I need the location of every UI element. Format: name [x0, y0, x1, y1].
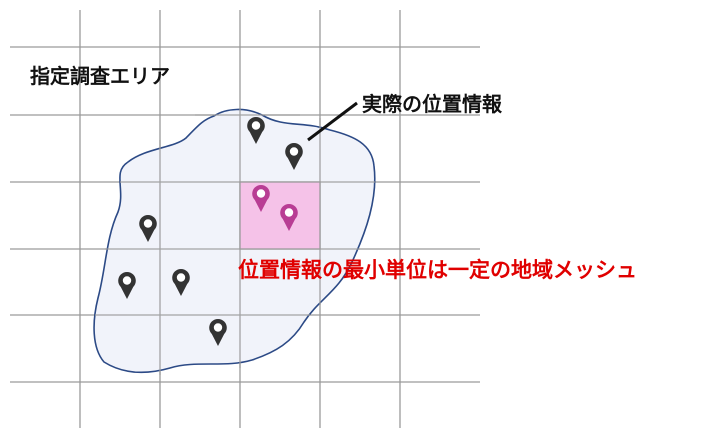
- mesh-note-label: 位置情報の最小単位は一定の地域メッシュ: [238, 258, 637, 282]
- actual-location-label: 実際の位置情報: [362, 92, 502, 116]
- survey-area: [93, 108, 376, 374]
- leader-line: [307, 101, 358, 142]
- highlight-mesh-border: [239, 181, 321, 250]
- highlight-mesh-cell: [240, 182, 320, 249]
- area-label: 指定調査エリア: [30, 64, 170, 88]
